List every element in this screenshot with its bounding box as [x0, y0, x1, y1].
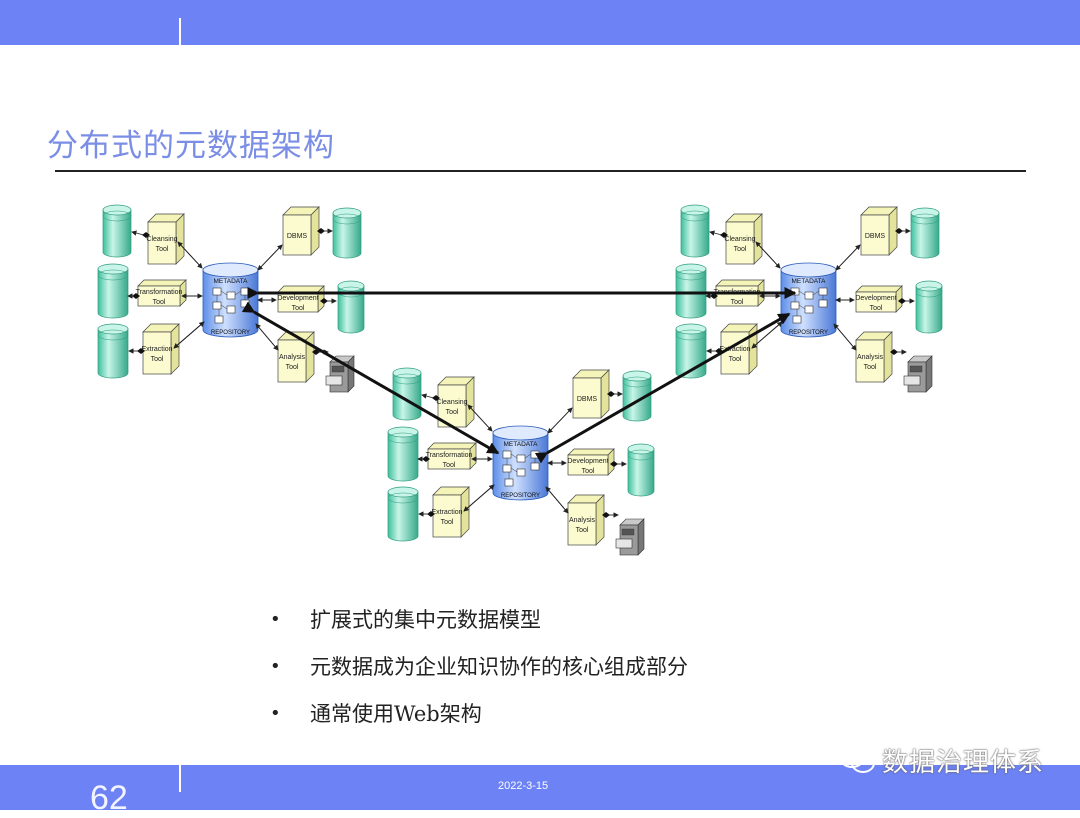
repository-top-label: METADATA — [792, 278, 827, 285]
wechat-icon — [839, 746, 875, 773]
metadata-repository: METADATA REPOSITORY — [202, 262, 259, 338]
bullet-item: • 通常使用Web架构 — [270, 694, 688, 741]
repository-links — [241, 287, 797, 464]
repository-bottom-label: REPOSITORY — [789, 330, 828, 336]
brand-watermark: 数据治理体系 — [838, 740, 1044, 780]
bullet-dot: • — [270, 609, 281, 630]
metadata-cluster-left: CleansingToolTransformationToolExtractio… — [97, 204, 365, 393]
tool-label: Analysis — [279, 354, 306, 361]
repository-bottom-label: REPOSITORY — [211, 330, 250, 336]
slide-date: 2022-3-15 — [498, 780, 549, 792]
tool-label: Extraction — [431, 509, 462, 516]
datastore-cylinder — [332, 207, 362, 259]
metadata-repository: METADATA REPOSITORY — [492, 425, 549, 501]
tool-label: Cleansing — [146, 236, 177, 243]
metadata-cluster-right: CleansingToolTransformationToolExtractio… — [675, 204, 943, 393]
tool-label: Development — [277, 295, 318, 302]
bullet-list: • 扩展式的集中元数据模型 • 元数据成为企业知识协作的核心组成部分 • 通常使用We… — [270, 600, 688, 741]
repository-top-label: METADATA — [504, 441, 539, 448]
tool-label: Tool — [734, 246, 747, 253]
tool-label: Tool — [864, 364, 877, 371]
bullet-text: 扩展式的集中元数据模型 — [310, 608, 541, 632]
tool-label: Tool — [446, 409, 459, 416]
tool-label: Extraction — [141, 346, 172, 353]
datastore-cylinder — [627, 443, 655, 497]
tool-label: Development — [855, 295, 896, 302]
distributed-metadata-diagram: CleansingToolTransformationToolExtractio… — [97, 204, 943, 556]
tool-label: DBMS — [865, 233, 886, 240]
repository-top-label: METADATA — [214, 278, 249, 285]
datastore-cylinder — [387, 426, 419, 482]
datastore-cylinder — [915, 280, 943, 334]
tool-label: Tool — [870, 305, 883, 312]
bullet-text: 通常使用Web架构 — [310, 702, 482, 726]
bullet-text: 元数据成为企业知识协作的核心组成部分 — [310, 655, 688, 679]
tool-label: Tool — [286, 364, 299, 371]
tool-label: Analysis — [857, 354, 884, 361]
bullet-item: • 扩展式的集中元数据模型 — [270, 600, 688, 647]
slide-title: 分布式的元数据架构 — [47, 128, 335, 164]
bottom-banner — [0, 765, 1080, 810]
tool-label: Development — [567, 458, 608, 465]
bullet-dot: • — [270, 656, 281, 677]
datastore-cylinder — [910, 207, 940, 259]
tool-label: DBMS — [287, 233, 308, 240]
top-banner — [0, 0, 1080, 45]
file-cabinet — [615, 518, 645, 556]
top-banner-divider — [179, 18, 181, 45]
metadata-repository: METADATA REPOSITORY — [780, 262, 837, 338]
tool-label: Tool — [153, 299, 166, 306]
title-underline — [55, 170, 1026, 172]
datastore-cylinder — [97, 263, 129, 319]
dbms-tool: DBMS — [860, 206, 898, 256]
tool-label: Tool — [292, 305, 305, 312]
tool-label: Tool — [151, 356, 164, 363]
tool-label: Tool — [443, 462, 456, 469]
dbms-tool: DBMS — [572, 369, 610, 419]
tool-label: Tool — [576, 527, 589, 534]
tool-label: Transformation — [136, 289, 183, 296]
tool-label: Tool — [441, 519, 454, 526]
file-cabinet — [903, 355, 933, 393]
datastore-cylinder — [337, 280, 365, 334]
page-number: 62 — [90, 779, 128, 817]
tool-label: Analysis — [569, 517, 596, 524]
datastore-cylinder — [97, 323, 129, 379]
datastore-cylinder — [387, 486, 419, 542]
bullet-item: • 元数据成为企业知识协作的核心组成部分 — [270, 647, 688, 694]
tool-label: Transformation — [426, 452, 473, 459]
bottom-banner-divider — [179, 765, 181, 792]
bullet-dot: • — [270, 703, 281, 724]
datastore-cylinder — [102, 204, 132, 258]
tool-label: Tool — [731, 299, 744, 306]
brand-text: 数据治理体系 — [882, 747, 1045, 778]
link-center-right — [534, 312, 791, 464]
tool-label: Cleansing — [436, 399, 467, 406]
datastore-cylinder — [680, 204, 710, 258]
metadata-cluster-center: CleansingToolTransformationToolExtractio… — [387, 367, 655, 556]
tool-label: Cleansing — [724, 236, 755, 243]
tool-label: Tool — [582, 468, 595, 475]
dbms-tool: DBMS — [282, 206, 320, 256]
repository-bottom-label: REPOSITORY — [501, 493, 540, 499]
tool-label: Tool — [156, 246, 169, 253]
tool-label: Tool — [729, 356, 742, 363]
datastore-cylinder — [675, 263, 707, 319]
link-left-center — [241, 301, 500, 455]
tool-label: DBMS — [577, 396, 598, 403]
